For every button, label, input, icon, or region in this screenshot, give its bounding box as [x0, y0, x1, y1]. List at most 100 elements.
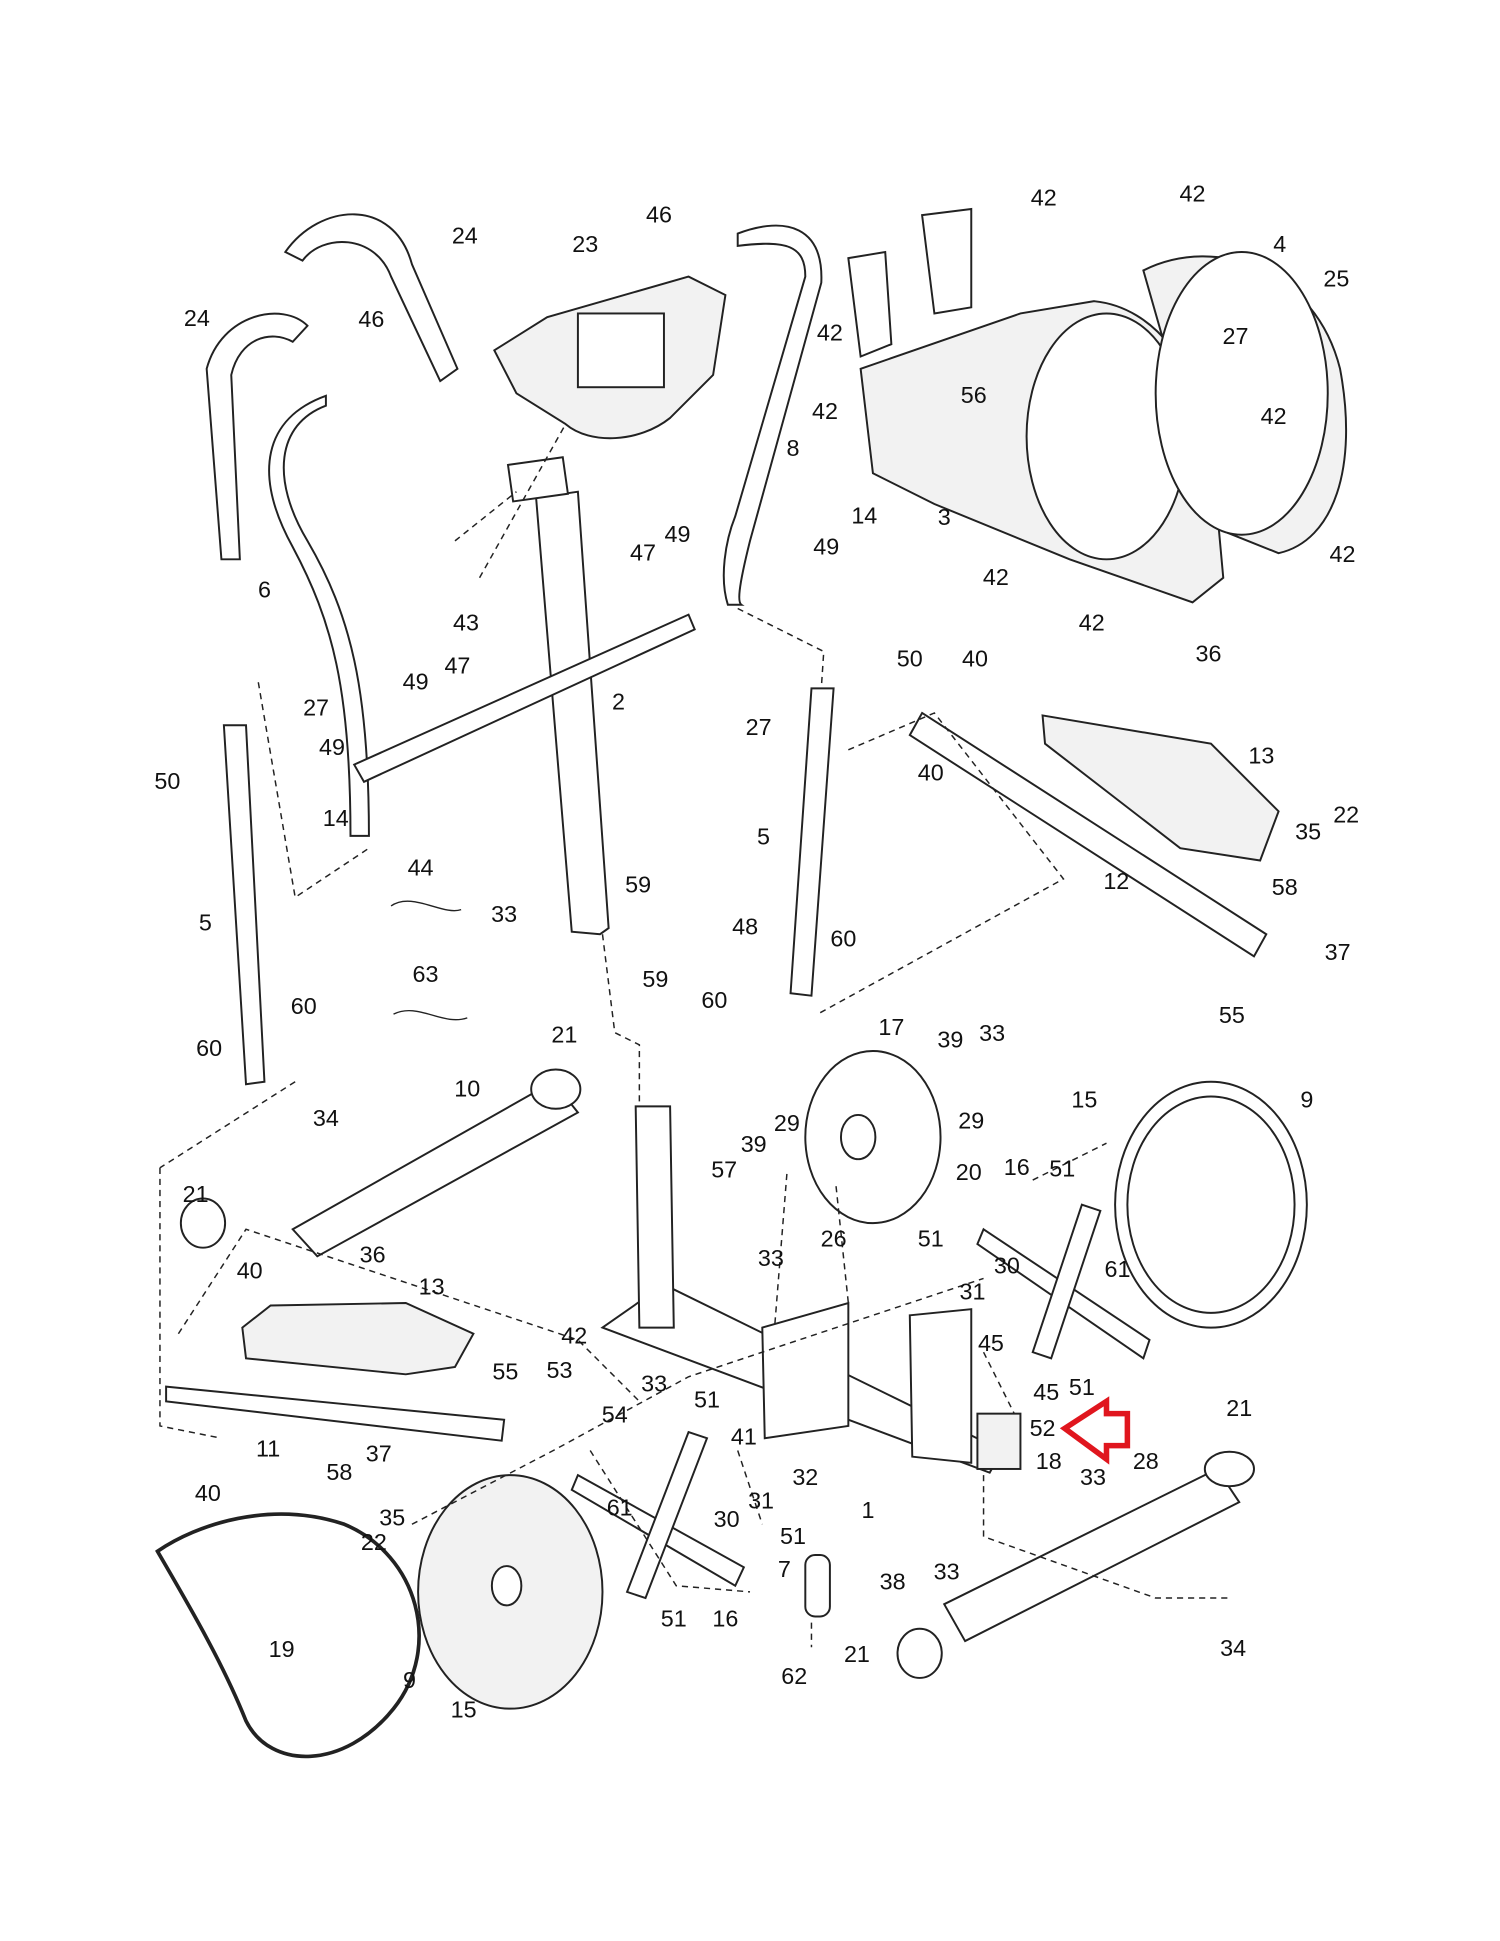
part-label-42: 42 [1330, 541, 1356, 567]
assembly-line [589, 1450, 751, 1593]
part-label-42: 42 [812, 398, 838, 424]
part-label-27: 27 [1223, 323, 1249, 349]
part-label-58: 58 [1272, 874, 1298, 900]
idler-7 [804, 1554, 831, 1618]
part-label-42: 42 [561, 1323, 587, 1349]
part-label-60: 60 [701, 987, 727, 1013]
pulley-hub [490, 1565, 523, 1607]
part-label-9: 9 [1300, 1087, 1313, 1113]
part-label-9: 9 [403, 1667, 416, 1693]
part-label-23: 23 [572, 231, 598, 257]
part-label-61: 61 [607, 1495, 633, 1521]
part-label-33: 33 [641, 1371, 667, 1397]
part-label-61: 61 [1105, 1256, 1131, 1282]
rear-stabilizer-10 [291, 1080, 580, 1258]
part-label-46: 46 [358, 306, 384, 332]
part-label-50: 50 [154, 768, 180, 794]
part-label-1: 1 [862, 1497, 875, 1523]
part-label-38: 38 [880, 1568, 906, 1594]
end-cap-21-left [179, 1197, 227, 1249]
part-label-34: 34 [1220, 1635, 1246, 1661]
part-label-51: 51 [918, 1225, 944, 1251]
part-label-7: 7 [778, 1556, 791, 1582]
shroud-post-left [847, 250, 893, 358]
part-label-59: 59 [642, 966, 668, 992]
part-label-57: 57 [711, 1157, 737, 1183]
part-label-21: 21 [183, 1181, 209, 1207]
part-label-42: 42 [1079, 610, 1105, 636]
crank-16-right-arm [1031, 1203, 1102, 1360]
assembly-line [159, 1081, 296, 1439]
part-label-49: 49 [664, 521, 690, 547]
right-upper-arm-8 [722, 224, 823, 606]
part-label-40: 40 [237, 1257, 263, 1283]
part-label-5: 5 [757, 824, 770, 850]
part-label-33: 33 [491, 901, 517, 927]
part-label-33: 33 [1080, 1464, 1106, 1490]
left-upper-arm-6 [268, 394, 370, 837]
right-shroud-ring [1154, 251, 1329, 536]
part-label-60: 60 [196, 1035, 222, 1061]
brake-18 [976, 1412, 1022, 1470]
end-cap-21-front [896, 1627, 943, 1679]
part-label-62: 62 [781, 1663, 807, 1689]
wire-44 [390, 900, 462, 912]
part-label-34: 34 [313, 1105, 339, 1131]
part-label-56: 56 [961, 382, 987, 408]
part-label-39: 39 [937, 1026, 963, 1052]
right-leg-5 [789, 687, 835, 997]
part-label-6: 6 [258, 576, 271, 602]
part-label-39: 39 [741, 1131, 767, 1157]
part-label-40: 40 [962, 645, 988, 671]
part-label-32: 32 [792, 1464, 818, 1490]
assembly-line [177, 1228, 640, 1402]
part-label-47: 47 [630, 540, 656, 566]
part-label-42: 42 [1031, 184, 1057, 210]
assembly-line [454, 423, 567, 579]
part-label-51: 51 [694, 1387, 720, 1413]
part-label-63: 63 [412, 961, 438, 987]
frame-bracket [761, 1301, 850, 1440]
part-label-27: 27 [746, 714, 772, 740]
frame-upright [634, 1105, 675, 1329]
part-label-50: 50 [897, 645, 923, 671]
part-label-54: 54 [602, 1401, 628, 1427]
part-label-45: 45 [978, 1330, 1004, 1356]
part-label-14: 14 [323, 805, 349, 831]
part-label-52: 52 [1030, 1415, 1056, 1441]
part-label-17: 17 [878, 1014, 904, 1040]
part-label-55: 55 [1219, 1002, 1245, 1028]
part-label-51: 51 [780, 1523, 806, 1549]
end-cap-21-right [1203, 1450, 1255, 1488]
part-label-8: 8 [787, 435, 800, 461]
handlebar-grip-24-right [283, 213, 459, 383]
part-label-35: 35 [379, 1505, 405, 1531]
part-label-40: 40 [918, 760, 944, 786]
flywheel-hub [839, 1113, 877, 1161]
part-label-42: 42 [817, 320, 843, 346]
part-label-31: 31 [960, 1278, 986, 1304]
part-label-29: 29 [774, 1110, 800, 1136]
red-arrow-icon [1059, 1396, 1131, 1465]
part-label-55: 55 [492, 1358, 518, 1384]
part-label-2: 2 [612, 688, 625, 714]
belt-19 [155, 1512, 421, 1759]
part-label-16: 16 [1004, 1154, 1030, 1180]
pedal-arm-11 [165, 1385, 506, 1442]
part-label-36: 36 [1196, 640, 1222, 666]
console-bracket [506, 456, 570, 503]
left-leg-5 [222, 724, 266, 1086]
part-label-60: 60 [291, 993, 317, 1019]
part-label-19: 19 [269, 1636, 295, 1662]
part-label-4: 4 [1273, 231, 1286, 257]
part-label-15: 15 [1071, 1087, 1097, 1113]
assembly-line [982, 1142, 1107, 1414]
part-label-46: 46 [646, 202, 672, 228]
part-label-33: 33 [979, 1020, 1005, 1046]
part-label-49: 49 [403, 669, 429, 695]
part-label-51: 51 [1049, 1155, 1075, 1181]
part-label-30: 30 [714, 1506, 740, 1532]
part-label-40: 40 [195, 1480, 221, 1506]
